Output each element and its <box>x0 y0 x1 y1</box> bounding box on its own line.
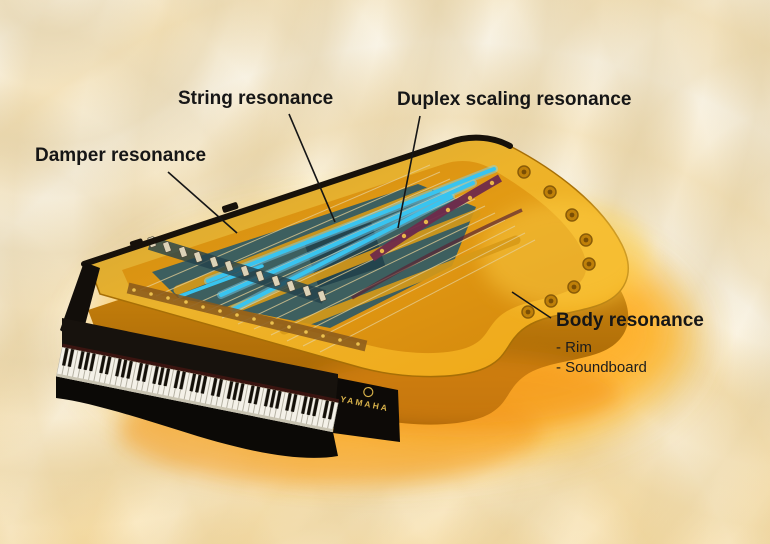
rim-hitch-rings <box>517 165 596 319</box>
plate-area <box>152 184 521 335</box>
label-body-rim: - Rim <box>556 339 592 356</box>
label-body-resonance: Body resonance <box>556 310 704 331</box>
label-damper-resonance: Damper resonance <box>35 145 207 166</box>
label-body-soundboard: - Soundboard <box>556 358 647 376</box>
leader-lines <box>167 113 552 319</box>
body-leader-line <box>511 291 552 319</box>
damper-row <box>147 236 327 304</box>
keyboard <box>56 343 340 433</box>
tuning-pin-strip <box>126 282 368 352</box>
duplex-scaling-band <box>351 174 523 300</box>
rim-far-edge <box>81 134 513 267</box>
keyboard-case: YAMAHA <box>56 262 400 458</box>
string-leader-line <box>288 113 336 223</box>
yamaha-tuning-fork-icon <box>363 386 374 398</box>
label-body-resonance-items: - Rim - Soundboard <box>556 338 647 377</box>
label-string-resonance: String resonance <box>178 88 334 109</box>
label-duplex-scaling-resonance: Duplex scaling resonance <box>397 89 632 110</box>
fallboard <box>62 318 338 402</box>
damper-leader-line <box>167 171 238 234</box>
duplex-leader-line <box>397 115 421 229</box>
